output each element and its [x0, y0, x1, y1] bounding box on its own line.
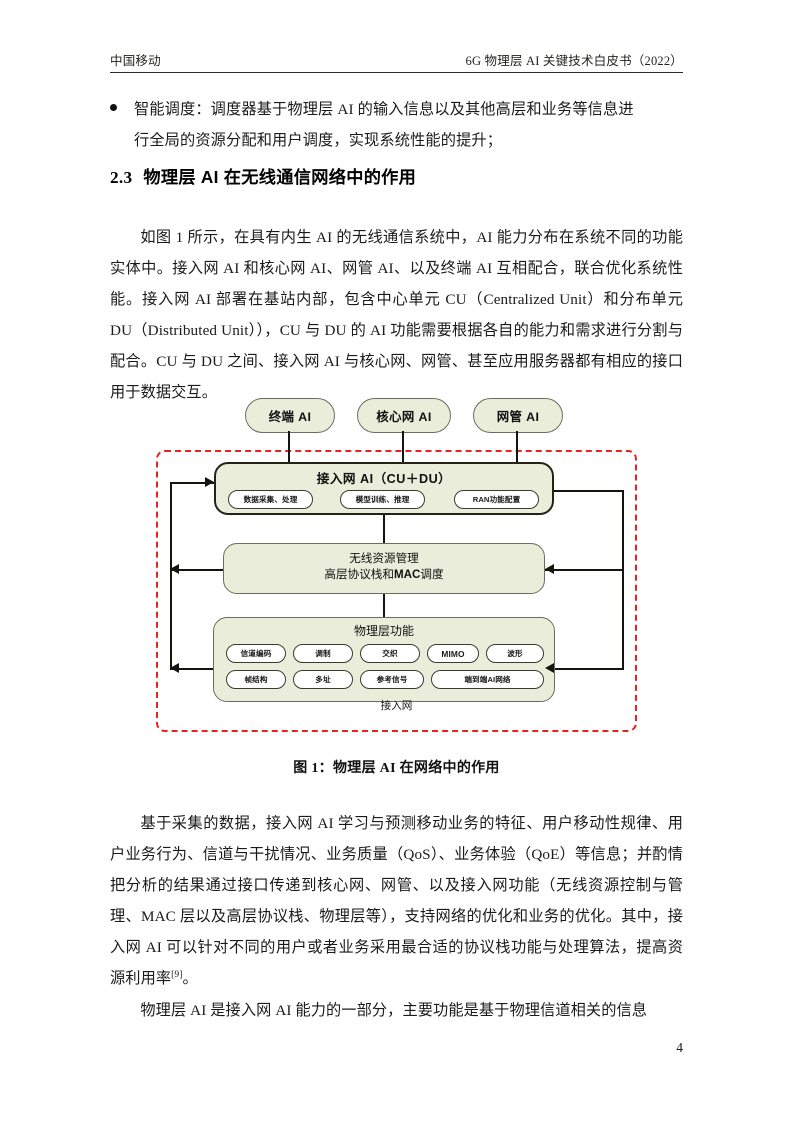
box-rrm-title: 无线资源管理 高层协议栈和MAC调度	[224, 551, 544, 583]
phy-fn-reference-signal: 参考信号	[360, 670, 424, 689]
fn-model-training: 模型训练、推理	[340, 490, 425, 509]
header-divider	[110, 72, 683, 74]
bullet-line-1: 智能调度：调度器基于物理层 AI 的输入信息以及其他高层和业务等信息进	[134, 101, 634, 118]
box-radio-resource-management: 无线资源管理 高层协议栈和MAC调度	[223, 543, 545, 594]
connector-terminal	[288, 431, 290, 462]
arrow-into-ran-ai	[205, 477, 214, 487]
entity-terminal-ai: 终端 AI	[245, 398, 335, 433]
phy-fn-interleaving: 交织	[360, 644, 420, 663]
fn-data-collection: 数据采集、处理	[228, 490, 313, 509]
section-number: 2.3	[110, 168, 133, 187]
paragraph-2-tail: 。	[182, 970, 198, 988]
phy-fn-channel-coding: 信道编码	[226, 644, 286, 663]
paragraph-2-main: 基于采集的数据，接入网 AI 学习与预测移动业务的特征、用户移动性规律、用户业务…	[110, 815, 683, 988]
boundary-label-access-network: 接入网	[380, 700, 413, 712]
phy-fn-frame-structure: 帧结构	[226, 670, 286, 689]
box-phy-title: 物理层功能	[353, 624, 414, 638]
phy-fn-multiple-access: 多址	[293, 670, 353, 689]
rrm-line-1: 无线资源管理	[349, 552, 419, 565]
bullet-line-2: 行全局的资源分配和用户调度，实现系统性能的提升；	[134, 132, 503, 149]
arrow-into-phy	[545, 663, 554, 673]
bullet-item-text: 智能调度：调度器基于物理层 AI 的输入信息以及其他高层和业务等信息进 行全局的…	[134, 94, 683, 156]
rail-left-vertical	[170, 482, 172, 669]
figure-caption: 图 1：物理层 AI 在网络中的作用	[293, 761, 500, 776]
rail-right-vertical	[622, 490, 624, 670]
paragraph-2: 基于采集的数据，接入网 AI 学习与预测移动业务的特征、用户移动性规律、用户业务…	[110, 808, 683, 994]
arrow-left-from-rrm	[170, 564, 179, 574]
access-network-boundary	[156, 450, 637, 732]
rrm-line-2-mac: MAC	[393, 568, 421, 581]
box-ran-ai-title: 接入网 AI（CU＋DU）	[316, 472, 452, 486]
page-number: 4	[676, 1040, 683, 1055]
connector-rrm-to-phy	[383, 594, 385, 617]
arrow-into-rrm	[545, 564, 554, 574]
rail-right-middle	[545, 569, 624, 571]
box-ran-ai: 接入网 AI（CU＋DU） 数据采集、处理 模型训练、推理 RAN功能配置	[214, 462, 554, 515]
header-right-text: 6G 物理层 AI 关键技术白皮书（2022）	[465, 54, 683, 68]
rail-left-bottom	[170, 668, 213, 670]
connector-ranai-to-rrm	[383, 515, 385, 543]
running-header: 中国移动 6G 物理层 AI 关键技术白皮书（2022）	[110, 50, 683, 69]
phy-fn-mimo: MIMO	[427, 644, 479, 663]
rail-right-top	[554, 490, 624, 492]
rrm-line-2-a: 高层协议栈和	[324, 568, 394, 581]
bullet-list: 智能调度：调度器基于物理层 AI 的输入信息以及其他高层和业务等信息进 行全局的…	[110, 94, 683, 156]
phy-fn-modulation: 调制	[293, 644, 353, 663]
citation-reference-9: [9]	[171, 970, 183, 981]
connector-network-management	[516, 431, 518, 462]
rail-left-top	[170, 482, 214, 484]
rail-right-bottom	[555, 668, 624, 670]
bullet-dot-icon	[110, 104, 117, 111]
rail-left-middle	[170, 569, 223, 571]
paragraph-3: 物理层 AI 是接入网 AI 能力的一部分，主要功能是基于物理信道相关的信息	[140, 1002, 648, 1020]
phy-fn-waveform: 波形	[486, 644, 544, 663]
list-item: 智能调度：调度器基于物理层 AI 的输入信息以及其他高层和业务等信息进 行全局的…	[110, 94, 683, 156]
rrm-line-2: 高层协议栈和MAC调度	[224, 567, 544, 583]
box-physical-layer-functions: 物理层功能 信道编码 调制 交织 MIMO 波形 帧结构 多址 参考信号 端到端…	[213, 617, 555, 702]
entity-network-management-ai: 网管 AI	[473, 398, 563, 433]
connector-core-network	[402, 431, 404, 462]
paragraph-1: 如图 1 所示，在具有内生 AI 的无线通信系统中，AI 能力分布在系统不同的功…	[110, 229, 683, 402]
figure-1: 终端 AI 核心网 AI 网管 AI 接入网 AI（CU＋DU） 数据采集、处理…	[110, 398, 683, 766]
section-heading: 2.3 物理层 AI 在无线通信网络中的作用	[110, 163, 416, 188]
entity-core-network-ai: 核心网 AI	[357, 398, 451, 433]
header-left-text: 中国移动	[110, 54, 161, 68]
phy-fn-e2e-ai-network: 端到端AI网络	[431, 670, 544, 689]
rrm-line-2-c: 调度	[420, 568, 444, 581]
external-entities: 终端 AI 核心网 AI 网管 AI	[110, 398, 683, 433]
section-title-text: 物理层 AI 在无线通信网络中的作用	[143, 167, 417, 187]
fn-ran-configuration: RAN功能配置	[454, 490, 539, 509]
arrow-left-from-phy	[170, 663, 179, 673]
